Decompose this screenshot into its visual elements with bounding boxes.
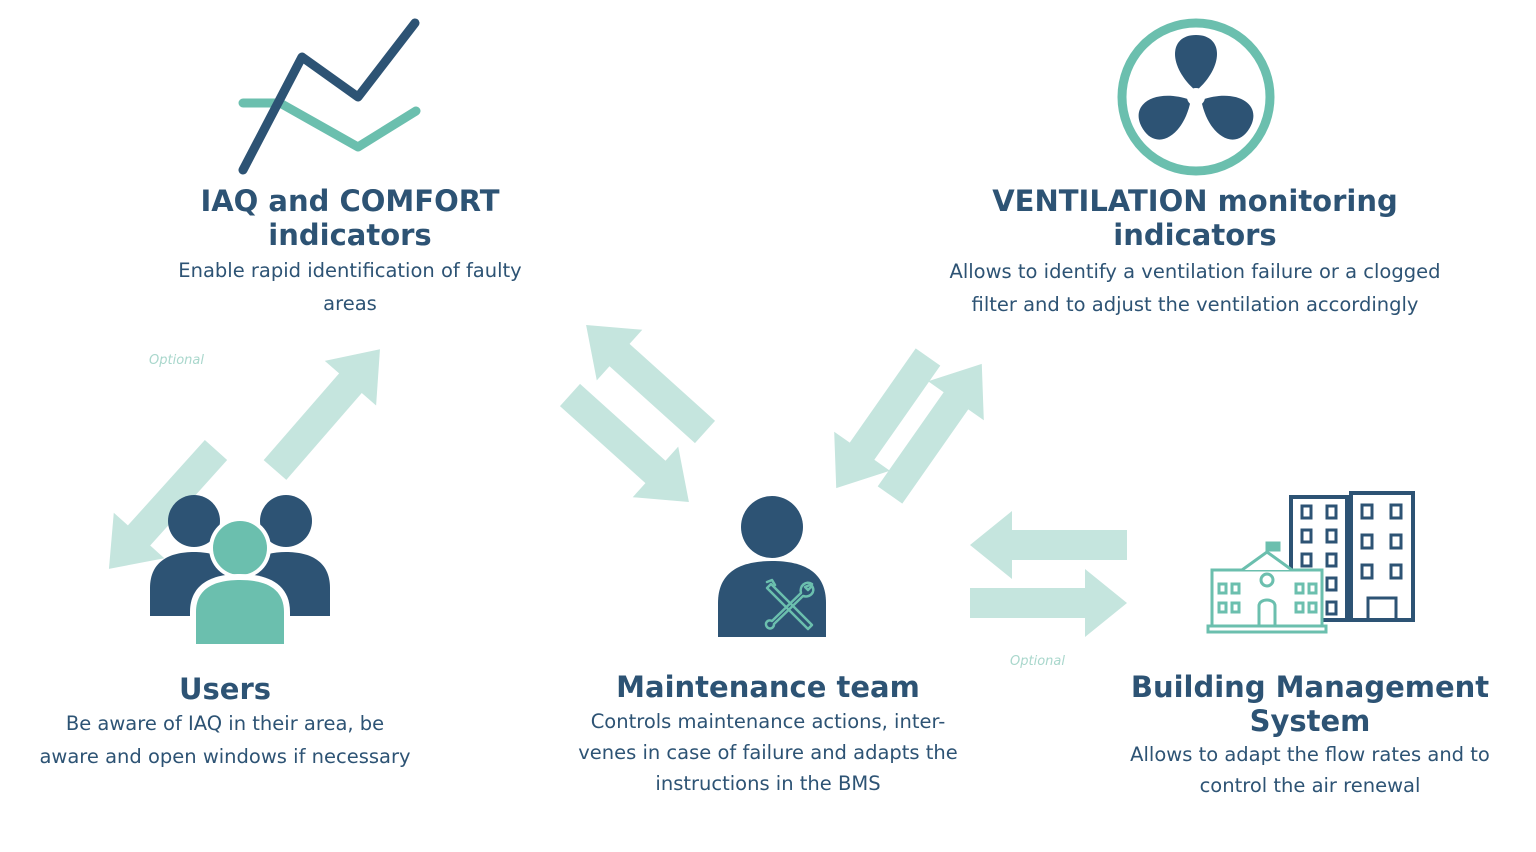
arrow-users-to-iaq (263, 349, 380, 480)
arrow-bms-to-maintenance (970, 511, 1127, 579)
arrow-iaq-to-maintenance (559, 383, 689, 503)
ventilation-description: Allows to identify a ventilation failure… (905, 255, 1485, 321)
users-desc-line1: Be aware of IAQ in their area, be (65, 712, 385, 735)
ventilation-title-line1: VENTILATION monitoring (992, 184, 1398, 218)
bms-title-line1: Building Management (1130, 670, 1490, 704)
iaq-title: IAQ and COMFORT indicators (150, 184, 550, 252)
ventilation-title-line2: indicators (1113, 218, 1277, 252)
users-title: Users (178, 672, 272, 706)
ventilation-title: VENTILATION monitoring indicators (940, 184, 1450, 252)
users-description: Be aware of IAQ in their area, be aware … (10, 707, 440, 773)
maintenance-desc-line1: Controls maintenance actions, inter- (590, 710, 946, 733)
bms-desc-line1: Allows to adapt the flow rates and to (1130, 743, 1490, 766)
maintenance-desc-line3: instructions in the BMS (655, 772, 881, 795)
bms-description: Allows to adapt the flow rates and to co… (1090, 739, 1530, 801)
arrow-maintenance-to-bms (970, 569, 1127, 637)
arrow-maintenance-to-ventilation (877, 363, 984, 504)
maintenance-title: Maintenance team (616, 670, 920, 704)
iaq-desc-line2: areas (323, 292, 377, 315)
arrow-ventilation-to-maintenance (834, 348, 941, 489)
optional-label-users: Optional (149, 353, 204, 368)
bms-title-line2: System (1249, 704, 1371, 738)
bms-desc-line2: control the air renewal (1199, 774, 1421, 797)
maintenance-description: Controls maintenance actions, inter- ven… (540, 706, 996, 799)
ventilation-desc-line1: Allows to identify a ventilation failure… (949, 260, 1441, 283)
ventilation-desc-line2: filter and to adjust the ventilation acc… (971, 293, 1419, 316)
maintenance-desc-line2: venes in case of failure and adapts the (578, 741, 958, 764)
iaq-desc-line1: Enable rapid identification of faulty (178, 259, 522, 282)
iaq-title-line2: indicators (268, 218, 432, 252)
arrow-iaq-to-users (108, 439, 228, 569)
arrow-maintenance-to-iaq (586, 324, 716, 444)
bms-title: Building Management System (1100, 670, 1520, 738)
iaq-title-line1: IAQ and COMFORT (200, 184, 500, 218)
wrench-screwdriver-icon (764, 578, 815, 631)
iaq-description: Enable rapid identification of faulty ar… (120, 254, 580, 320)
optional-label-bms: Optional (1010, 654, 1065, 669)
users-desc-line2: aware and open windows if necessary (39, 745, 411, 768)
